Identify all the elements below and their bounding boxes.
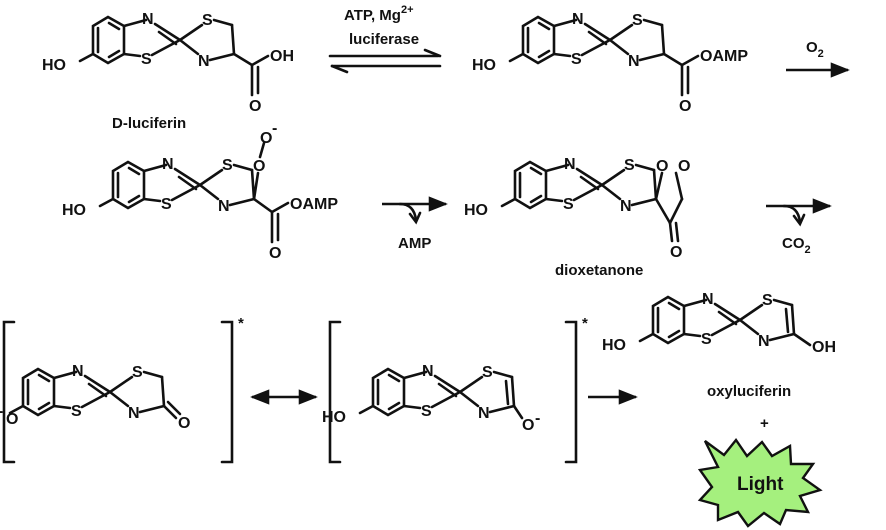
atom-o: O (670, 244, 682, 261)
atom-oamp: OAMP (700, 48, 748, 65)
plus-sign: + (760, 415, 769, 432)
atom-o: O (178, 415, 190, 432)
bracket-left-2 (328, 320, 578, 464)
atom-n: N (628, 53, 640, 70)
atom-n: N (128, 405, 140, 422)
light-label: Light (737, 474, 784, 495)
atom-n: N (572, 11, 584, 28)
atom-s: S (421, 403, 432, 420)
co2-release-arrow (766, 198, 832, 227)
dioxetanone-molecule: N S S N HO O O O (464, 156, 690, 261)
atom-ho: HO (472, 57, 496, 74)
atom-s: S (632, 12, 643, 29)
atom-ho: HO (464, 202, 488, 219)
amp-release-arrow (382, 196, 448, 225)
peroxy-intermediate-molecule: N S S N HO OAMP O O O - (62, 120, 338, 262)
d-luciferin-molecule: N S S N HO OH O (42, 11, 294, 115)
atom-n: N (422, 363, 434, 380)
bracket-left-1 (2, 320, 234, 464)
atom-n: N (142, 11, 154, 28)
atom-s: S (222, 157, 233, 174)
dioxetanone-label: dioxetanone (555, 262, 643, 279)
atom-o: O (260, 130, 272, 147)
minus-charge: - (0, 403, 3, 420)
oxyluciferin-molecule: N S S N HO OH (602, 291, 836, 356)
atom-o: O (269, 245, 281, 262)
light-burst: Light (697, 437, 823, 528)
atom-ho: HO (42, 57, 66, 74)
atom-ho: HO (62, 202, 86, 219)
reagent-atp-mg: ATP, Mg2+ (344, 4, 414, 24)
atom-s: S (141, 51, 152, 68)
atom-n: N (72, 363, 84, 380)
minus-charge: - (535, 410, 540, 427)
luciferyl-amp-molecule: N S S N HO OAMP O (472, 11, 748, 115)
atom-s: S (202, 12, 213, 29)
equilibrium-arrow (328, 48, 442, 74)
keto-oxyluciferin-molecule: N S S N O - O (0, 363, 190, 432)
reagent-oxygen: O2 (806, 39, 824, 60)
reagent-luciferase: luciferase (349, 31, 419, 48)
atom-s: S (571, 51, 582, 68)
amp-leaving-label: AMP (398, 235, 431, 252)
excited-state-star: * (582, 315, 588, 332)
atom-n: N (702, 291, 714, 308)
atom-o: O (253, 158, 265, 175)
atom-n: N (620, 198, 632, 215)
atom-n: N (478, 405, 490, 422)
atom-o-minus: O (522, 417, 534, 434)
atom-o: O (249, 98, 261, 115)
atom-ho: HO (322, 409, 346, 426)
minus-charge: - (272, 120, 277, 137)
atom-o: O (679, 98, 691, 115)
atom-oamp: OAMP (290, 196, 338, 213)
atom-n: N (758, 333, 770, 350)
atom-s: S (132, 364, 143, 381)
atom-oh: OH (812, 339, 836, 356)
light-starburst-icon (697, 437, 823, 528)
atom-s: S (762, 292, 773, 309)
atom-s: S (563, 196, 574, 213)
atom-s: S (701, 331, 712, 348)
atom-n: N (218, 198, 230, 215)
enolate-oxyluciferin-molecule: N S S N HO O - (322, 363, 540, 434)
atom-ho: HO (602, 337, 626, 354)
atom-o: O (678, 158, 690, 175)
atom-s: S (482, 364, 493, 381)
atom-n: N (162, 156, 174, 173)
d-luciferin-label: D-luciferin (112, 115, 186, 132)
atom-o: O (656, 158, 668, 175)
oxyluciferin-label: oxyluciferin (707, 383, 791, 400)
atom-n: N (564, 156, 576, 173)
atom-n: N (198, 53, 210, 70)
excited-state-star: * (238, 315, 244, 332)
atom-oh: OH (270, 48, 294, 65)
atom-s: S (624, 157, 635, 174)
atom-o-minus: O (6, 411, 18, 428)
co2-label: CO2 (782, 235, 811, 256)
atom-s: S (161, 196, 172, 213)
atom-s: S (71, 403, 82, 420)
